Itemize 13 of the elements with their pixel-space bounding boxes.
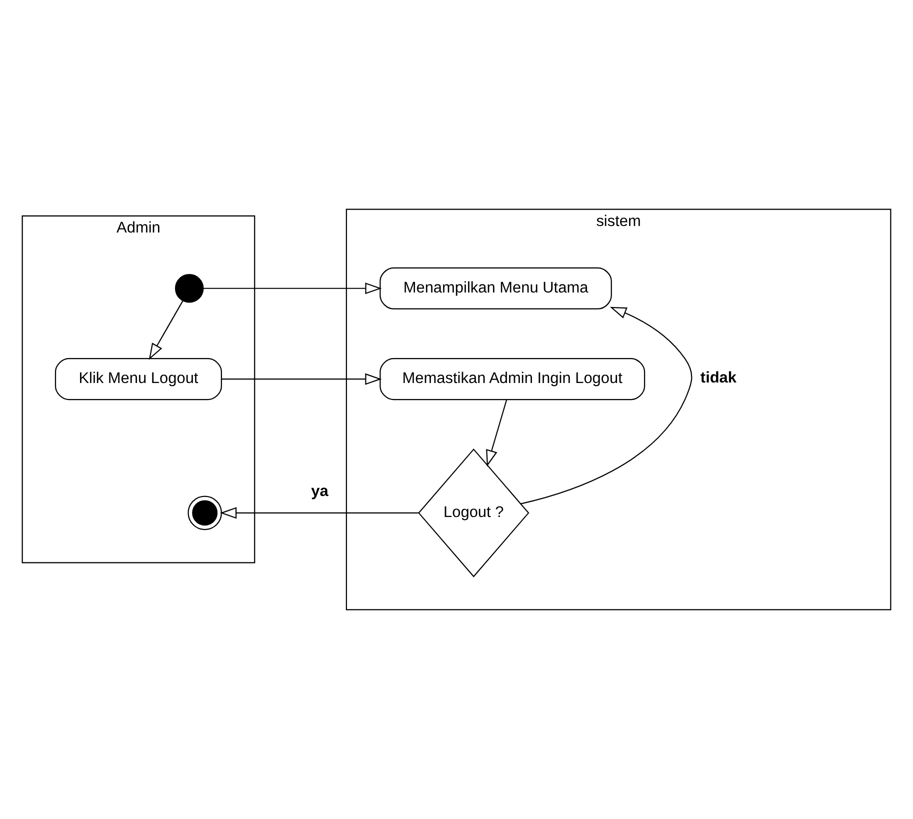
edge-label: ya [311,483,328,500]
node-circle [188,496,222,530]
arrow [203,282,382,294]
node-box: Klik Menu Logout [54,358,222,400]
arrow [148,300,184,360]
node-box: Menampilkan Menu Utama [380,267,612,310]
arrow [222,373,382,385]
arrow [520,306,692,504]
node-circle [174,274,204,303]
arrow [486,399,508,467]
node-box: Memastikan Admin Ingin Logout [380,358,646,400]
edge-label: tidak [700,370,737,387]
arrow [220,507,418,519]
